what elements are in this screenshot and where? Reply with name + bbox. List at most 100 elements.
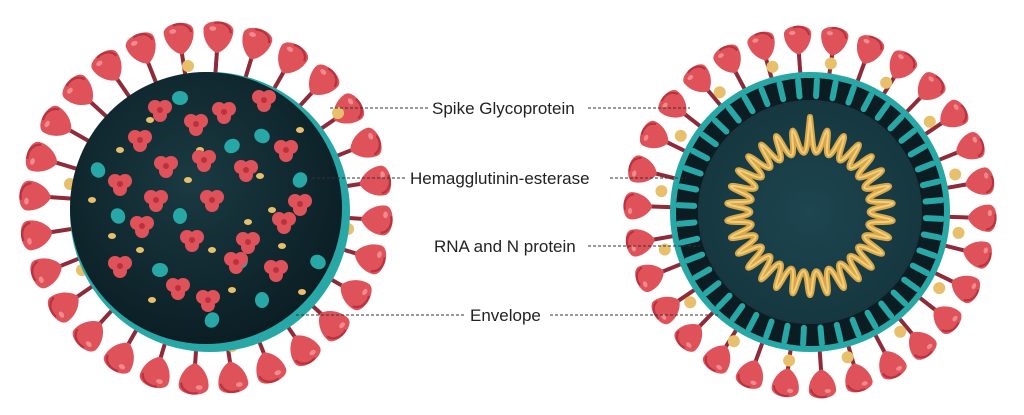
spike-protein-icon <box>898 72 946 121</box>
spike-cluster-icon <box>108 256 132 278</box>
spike-head <box>683 64 711 93</box>
spike-head-shade <box>19 181 32 200</box>
spike-head-shade <box>772 385 789 398</box>
membrane-protein-tick <box>776 80 787 103</box>
spike-head-highlight <box>662 102 668 109</box>
cluster-center <box>117 181 123 187</box>
membrane-protein-tick <box>689 147 711 162</box>
spike-head-shade <box>623 193 635 210</box>
spike-cluster-icon <box>166 278 190 300</box>
cluster-lobe <box>293 202 307 216</box>
membrane-protein-tick <box>678 235 701 246</box>
spike-cluster-icon <box>144 190 168 212</box>
spike-head <box>747 31 775 61</box>
label-envelope: Envelope <box>470 306 541 325</box>
cluster-lobe <box>113 264 127 278</box>
cluster-lobe <box>239 168 253 182</box>
spike-head <box>625 229 655 257</box>
spike-head-shade <box>960 104 968 124</box>
spike-head-shape <box>856 35 885 64</box>
spike-head-shape <box>350 127 382 158</box>
spike-head-highlight <box>44 120 50 128</box>
spike-head-shape <box>340 280 372 311</box>
spike-head-shape <box>256 352 287 384</box>
spike-head-shape <box>103 342 134 374</box>
left-spikes <box>19 21 393 395</box>
spike-head-shade <box>686 65 706 74</box>
spike-head-shade <box>985 214 997 231</box>
spike-head-highlight <box>27 237 32 245</box>
spike-head <box>103 342 134 374</box>
membrane-protein-tick <box>711 117 730 135</box>
spike-head-shade <box>49 296 57 318</box>
spike-head <box>856 35 885 64</box>
cluster-lobe <box>113 182 127 196</box>
spike-head-highlight <box>209 26 217 31</box>
membrane-protein-tick <box>878 300 895 320</box>
spike-head-shade <box>934 75 944 94</box>
spike-head-highlight <box>38 276 44 284</box>
spike-head-shape <box>965 167 995 195</box>
membrane-protein-tick <box>729 303 746 323</box>
spike-head-highlight <box>826 31 833 36</box>
spike-head-shape <box>178 363 209 395</box>
spike-head <box>340 280 372 311</box>
cluster-center <box>157 107 163 113</box>
membrane-protein-tick <box>874 101 891 121</box>
spike-head-shade <box>219 383 240 394</box>
spike-cluster-icon <box>224 252 248 274</box>
spike-head-highlight <box>380 171 385 179</box>
spike-head <box>308 64 340 95</box>
spike-head-shade <box>172 22 193 33</box>
spike-head-shade <box>380 216 393 235</box>
hemagglutinin-esterase-icon <box>90 162 106 178</box>
spike-cluster-icon <box>108 174 132 196</box>
spike-head-shape <box>218 361 249 394</box>
spike-head-shape <box>713 44 741 73</box>
spike-head <box>30 258 62 289</box>
hemagglutinin-dot <box>658 243 671 256</box>
spike-head <box>956 132 985 160</box>
spike-cluster-icon <box>264 260 288 282</box>
cluster-lobe <box>277 220 291 234</box>
hemagglutinin-dot <box>949 168 962 181</box>
spike-head-highlight <box>30 158 35 165</box>
spike-head-highlight <box>971 283 977 290</box>
spike-head-shade <box>625 230 635 249</box>
coronavirus-cross-section-icon <box>623 25 997 399</box>
spike-head-shape <box>19 180 51 211</box>
spike-cluster-icon <box>154 156 178 178</box>
spike-protein-icon <box>322 165 392 196</box>
spike-head <box>940 99 969 128</box>
hemagglutinin-esterase-icon <box>255 292 269 308</box>
surface-dot <box>116 147 124 153</box>
spike-head-shade <box>179 382 198 395</box>
spike-head <box>909 331 937 360</box>
membrane-protein-tick <box>702 280 722 297</box>
hemagglutinin-dot <box>332 107 344 119</box>
spike-cluster-icon <box>236 232 260 254</box>
membrane-protein-tick <box>890 289 909 307</box>
spike-head-shade <box>141 372 157 388</box>
membrane-protein-tick <box>920 231 943 241</box>
spike-head-highlight <box>235 382 243 387</box>
cluster-center <box>233 259 239 265</box>
spike-head-highlight <box>987 209 993 217</box>
spike-head <box>319 310 350 342</box>
spike-cluster-icon <box>272 212 296 234</box>
membrane-protein-tick <box>916 247 938 259</box>
cluster-center <box>139 223 145 229</box>
spike-head-shape <box>951 275 981 304</box>
spike-head-highlight <box>309 349 316 356</box>
spike-head-shape <box>808 369 837 399</box>
spike-head-highlight <box>716 364 723 370</box>
membrane-protein-tick <box>922 215 945 222</box>
spike-head <box>879 351 907 380</box>
spike-head <box>623 192 653 220</box>
spike-head <box>967 204 997 232</box>
cluster-center <box>201 157 207 163</box>
spike-head-highlight <box>24 197 29 205</box>
hemagglutinin-esterase-icon <box>254 128 270 144</box>
spike-head-shape <box>163 22 194 55</box>
membrane-protein-tick <box>675 219 698 227</box>
